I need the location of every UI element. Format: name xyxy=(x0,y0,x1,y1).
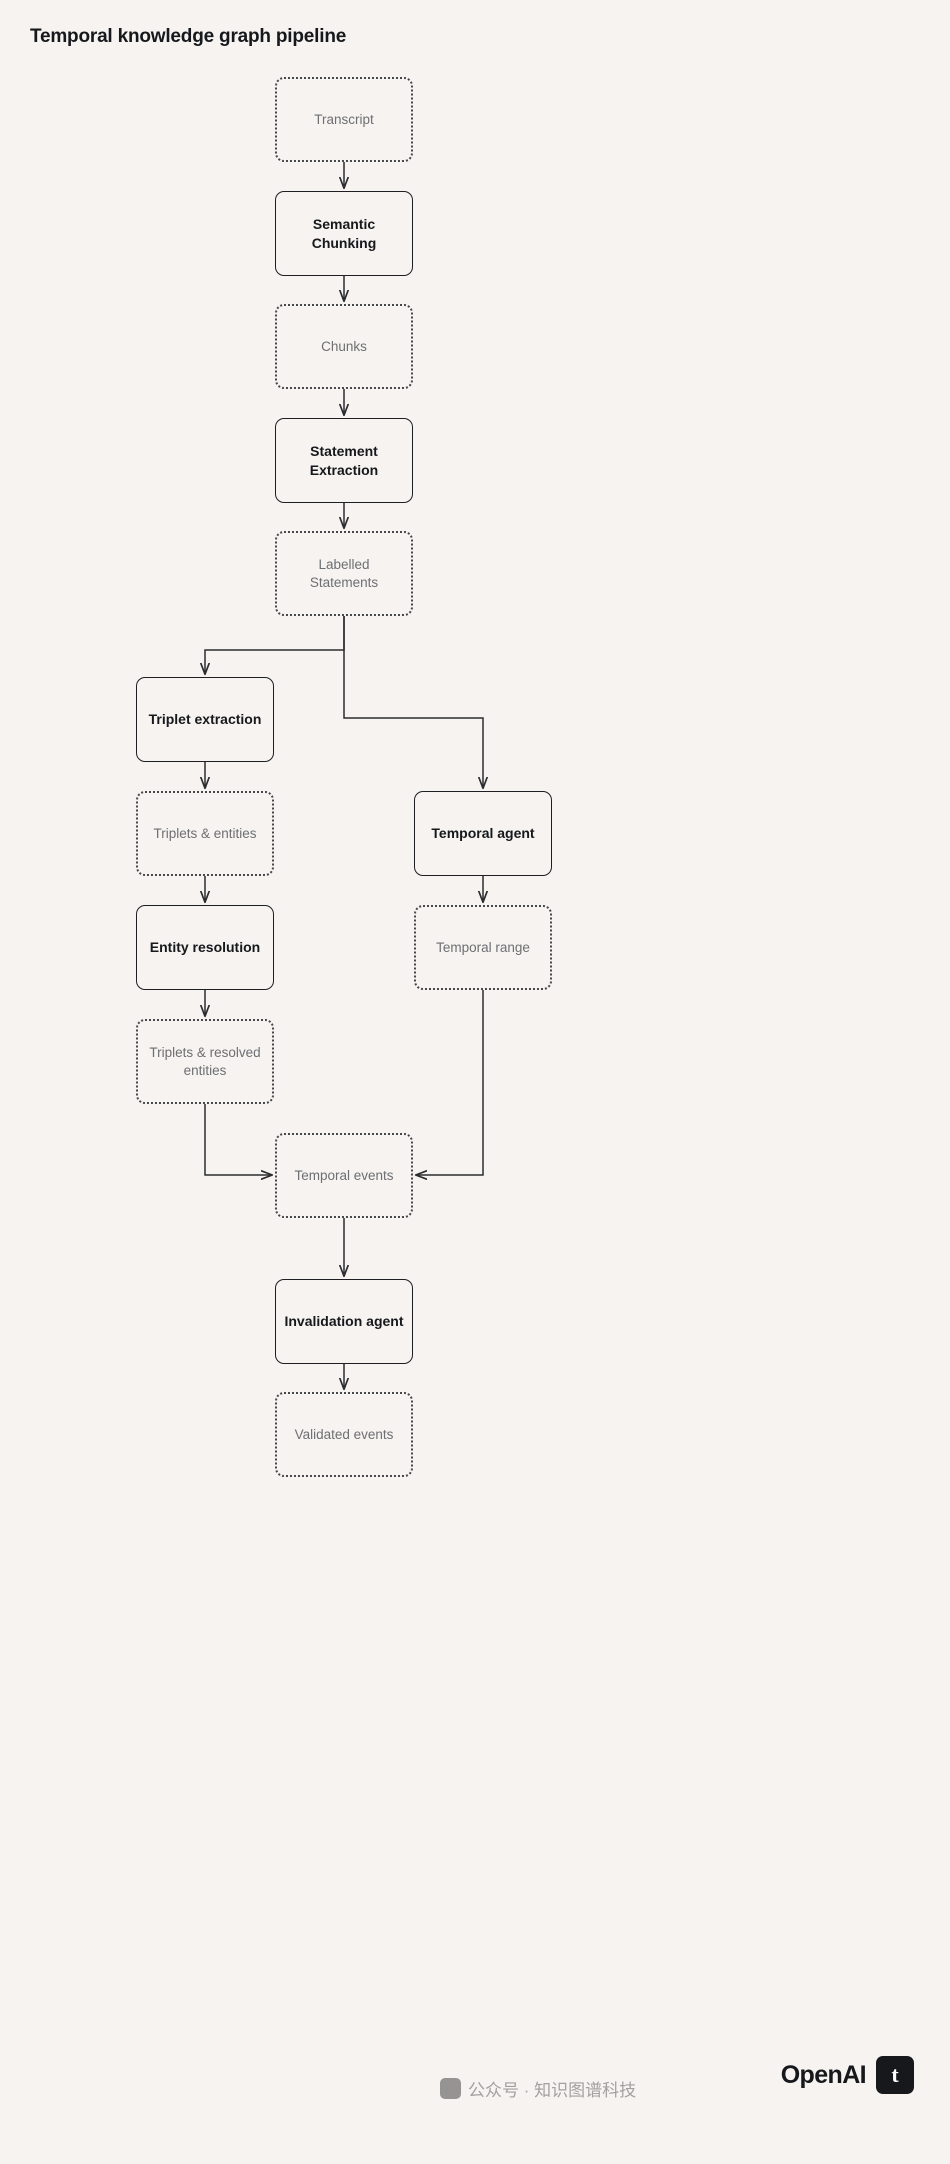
edge-labelled-to-triplet-extraction xyxy=(205,616,345,674)
node-label: Semantic Chunking xyxy=(311,216,377,251)
footer-watermark: OpenAI t 公众号 · 知识图谱科技 xyxy=(0,2030,950,2140)
node-label: Triplet extraction xyxy=(148,711,262,728)
node-semantic-chunking[interactable]: Semantic Chunking xyxy=(275,191,413,276)
page-title: Temporal knowledge graph pipeline xyxy=(30,26,347,47)
node-statement-extraction[interactable]: Statement Extraction xyxy=(275,418,413,503)
node-triplet-extraction[interactable]: Triplet extraction xyxy=(136,677,274,762)
node-label: Temporal range xyxy=(436,939,530,955)
openai-lockup: OpenAI t xyxy=(781,2056,914,2094)
node-temporal-agent[interactable]: Temporal agent xyxy=(414,791,552,876)
node-triplets-and-resolved-entities[interactable]: Triplets & resolved entities xyxy=(136,1019,274,1104)
edge-temporal-range-to-temporal-events xyxy=(416,990,484,1175)
node-label: Labelled Statements xyxy=(309,556,379,590)
node-label: Triplets & resolved entities xyxy=(149,1044,261,1078)
node-validated-events[interactable]: Validated events xyxy=(275,1392,413,1477)
wechat-icon xyxy=(440,2078,461,2099)
node-label: Temporal agent xyxy=(431,825,535,842)
node-triplets-and-entities[interactable]: Triplets & entities xyxy=(136,791,274,876)
openai-wordmark: OpenAI xyxy=(780,2060,867,2089)
wechat-credit: 公众号 · 知识图谱科技 xyxy=(440,2076,636,2101)
node-label: Validated events xyxy=(294,1426,394,1442)
node-labelled-statements[interactable]: Labelled Statements xyxy=(275,531,413,616)
node-label: Transcript xyxy=(314,111,374,127)
node-invalidation-agent[interactable]: Invalidation agent xyxy=(275,1279,413,1364)
node-entity-resolution[interactable]: Entity resolution xyxy=(136,905,274,990)
node-label: Statement Extraction xyxy=(309,443,379,478)
edge-labelled-to-temporal-agent xyxy=(343,616,483,788)
node-temporal-events[interactable]: Temporal events xyxy=(275,1133,413,1218)
node-label: Invalidation agent xyxy=(284,1313,404,1330)
node-chunks[interactable]: Chunks xyxy=(275,304,413,389)
wechat-credit-label: 公众号 · 知识图谱科技 xyxy=(468,2081,637,2100)
tencent-badge-icon: t xyxy=(876,2056,914,2094)
edge-resolved-to-temporal-events xyxy=(204,1104,272,1175)
node-label: Chunks xyxy=(321,338,367,354)
node-temporal-range[interactable]: Temporal range xyxy=(414,905,552,990)
node-label: Triplets & entities xyxy=(153,825,257,841)
node-transcript[interactable]: Transcript xyxy=(275,77,413,162)
node-label: Temporal events xyxy=(294,1167,394,1183)
node-label: Entity resolution xyxy=(149,939,261,956)
